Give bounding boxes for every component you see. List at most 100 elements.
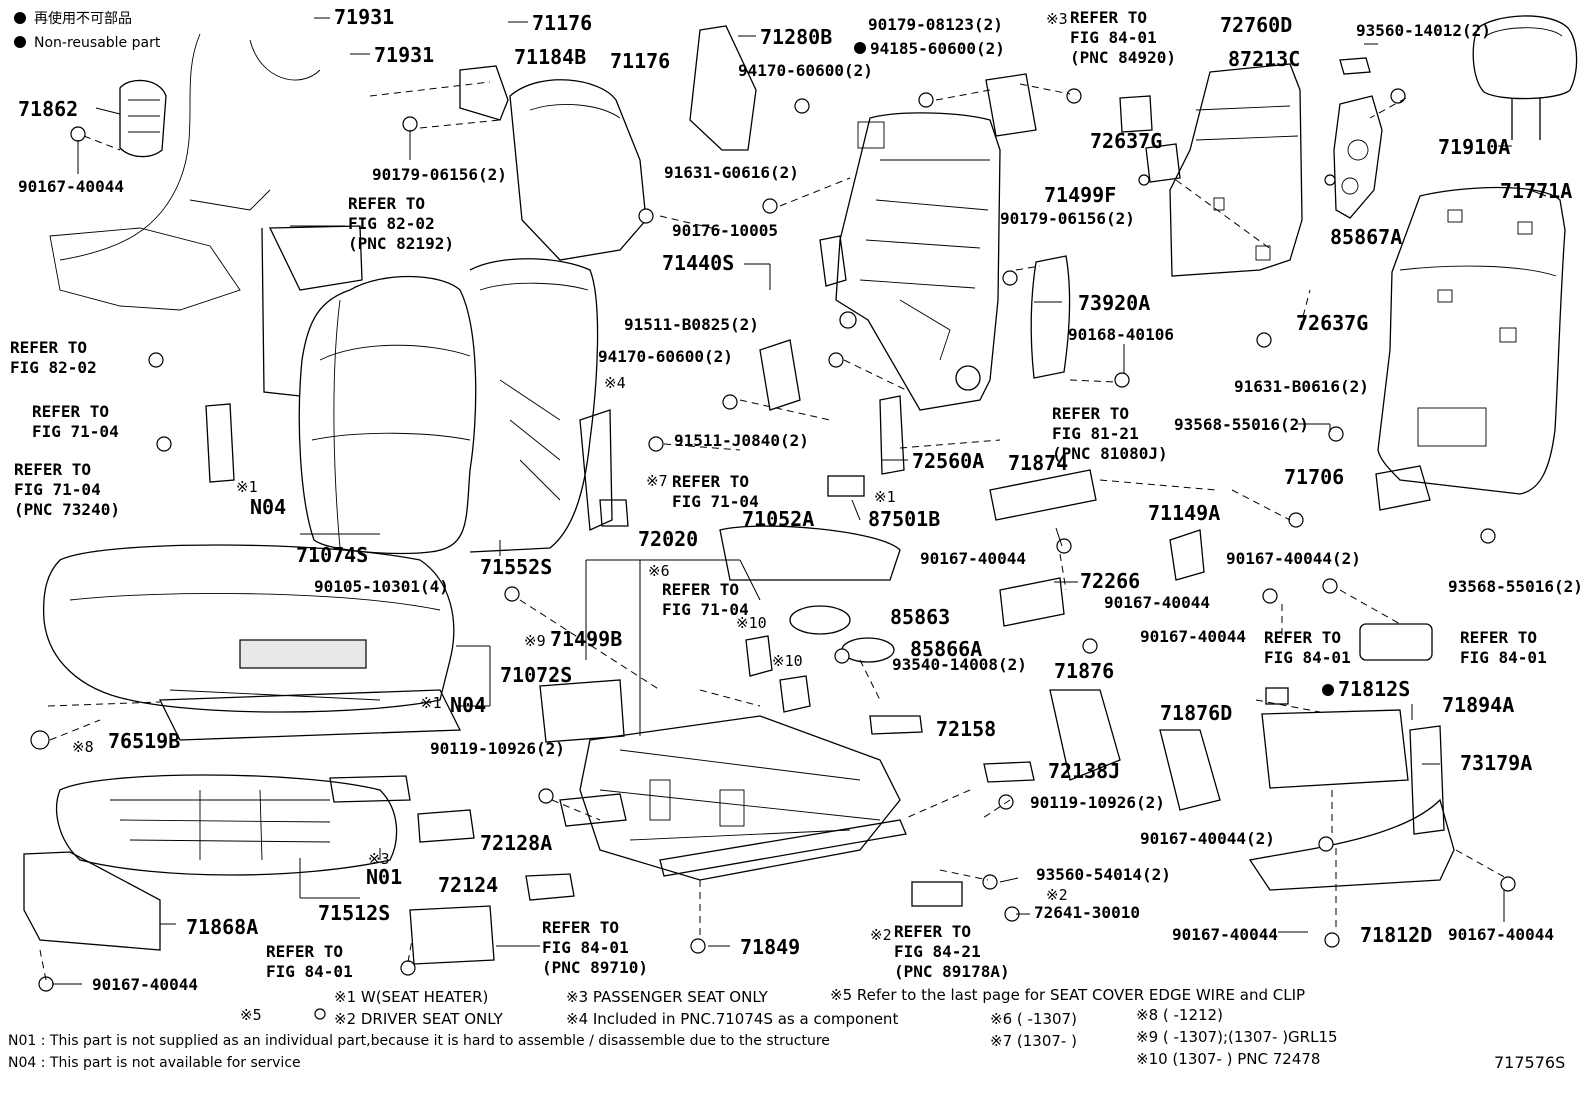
- legend-jp-text: 再使用不可部品: [34, 11, 132, 27]
- part-label[interactable]: 72128A: [480, 831, 553, 855]
- refer-to-link[interactable]: REFER TO FIG 84-01: [1264, 628, 1351, 667]
- part-label[interactable]: 71931: [334, 5, 395, 29]
- part-label[interactable]: 93568-55016(2): [1174, 415, 1309, 434]
- part-label[interactable]: 87213C: [1228, 47, 1301, 71]
- part-label[interactable]: 72158: [936, 717, 997, 741]
- refer-to-link[interactable]: REFER TO FIG 84-01 (PNC 84920): [1070, 8, 1176, 67]
- seatback-board-illustration: [1169, 63, 1303, 277]
- note-mark: ※2: [870, 926, 892, 944]
- part-label[interactable]: 90119-10926(2): [1030, 793, 1165, 812]
- refer-to-link[interactable]: REFER TO FIG 82-02: [10, 338, 97, 377]
- part-label[interactable]: 72560A: [912, 449, 985, 473]
- refer-to-link[interactable]: REFER TO FIG 84-01 (PNC 89710): [542, 918, 648, 977]
- lumbar-plate-illustration: [1333, 95, 1383, 219]
- part-label[interactable]: 71910A: [1438, 135, 1511, 159]
- refer-to-link[interactable]: REFER TO FIG 71-04: [672, 472, 759, 511]
- part-label[interactable]: 71440S: [662, 251, 735, 275]
- part-label[interactable]: 71874: [1008, 451, 1069, 475]
- part-label[interactable]: 90105-10301(4): [314, 577, 449, 596]
- part-label[interactable]: N01: [366, 865, 403, 889]
- part-label[interactable]: 90179-08123(2): [868, 15, 1003, 34]
- part-label[interactable]: 90179-06156(2): [372, 165, 507, 184]
- part-label[interactable]: N04: [450, 693, 487, 717]
- part-label[interactable]: 90179-06156(2): [1000, 209, 1135, 228]
- part-label[interactable]: 94170-60600(2): [598, 347, 733, 366]
- part-label[interactable]: 91511-B0825(2): [624, 315, 759, 334]
- refer-to-link[interactable]: REFER TO FIG 81-21 (PNC 81080J): [1052, 404, 1168, 463]
- part-label[interactable]: 93540-14008(2): [892, 655, 1027, 674]
- part-label[interactable]: 91631-G0616(2): [664, 163, 799, 182]
- part-label[interactable]: 72266: [1080, 569, 1141, 593]
- part-label[interactable]: 71176: [610, 49, 671, 73]
- seatback-frame-illustration: [835, 112, 1001, 411]
- part-label[interactable]: 94185-60600(2): [870, 39, 1005, 58]
- part-label[interactable]: 87501B: [868, 507, 941, 531]
- refer-to-link[interactable]: REFER TO FIG 82-02 (PNC 82192): [348, 194, 454, 253]
- part-label[interactable]: 71499F: [1044, 183, 1117, 207]
- part-label[interactable]: 71849: [740, 935, 801, 959]
- part-label[interactable]: 71552S: [480, 555, 553, 579]
- part-label[interactable]: 71876: [1054, 659, 1115, 683]
- part-label[interactable]: 71499B: [550, 627, 623, 651]
- part-label[interactable]: 91511-J0840(2): [674, 431, 809, 450]
- part-label[interactable]: 90167-40044(2): [1140, 829, 1275, 848]
- part-label[interactable]: 71812D: [1360, 923, 1433, 947]
- part-label[interactable]: 85866A: [910, 637, 983, 661]
- part-label[interactable]: 71931: [374, 43, 435, 67]
- part-label[interactable]: 73179A: [1460, 751, 1533, 775]
- part-label[interactable]: 90176-10005: [672, 221, 778, 240]
- refer-to-link[interactable]: REFER TO FIG 84-01: [1460, 628, 1547, 667]
- part-label[interactable]: 76519B: [108, 729, 181, 753]
- part-label[interactable]: 72637G: [1296, 311, 1369, 335]
- part-label[interactable]: 71862: [18, 97, 79, 121]
- part-label[interactable]: 71280B: [760, 25, 833, 49]
- part-label[interactable]: 72637G: [1090, 129, 1163, 153]
- part-label[interactable]: 71149A: [1148, 501, 1221, 525]
- part-label[interactable]: 71868A: [186, 915, 259, 939]
- part-label[interactable]: 72641-30010: [1034, 903, 1140, 922]
- part-label[interactable]: 90167-40044: [1448, 925, 1554, 944]
- part-label[interactable]: 71184B: [514, 45, 587, 69]
- part-label[interactable]: 90168-40106: [1068, 325, 1174, 344]
- part-label[interactable]: 72020: [638, 527, 699, 551]
- part-label[interactable]: 90119-10926(2): [430, 739, 565, 758]
- part-label[interactable]: 93568-55016(2): [1448, 577, 1583, 596]
- part-label[interactable]: 72138J: [1048, 759, 1121, 783]
- part-label[interactable]: 90167-40044: [18, 177, 124, 196]
- refer-to-link[interactable]: REFER TO FIG 71-04: [662, 580, 749, 619]
- part-label[interactable]: 94170-60600(2): [738, 61, 873, 80]
- refer-to-link[interactable]: REFER TO FIG 84-21 (PNC 89178A): [894, 922, 1010, 981]
- part-label[interactable]: 71052A: [742, 507, 815, 531]
- part-label[interactable]: 73920A: [1078, 291, 1151, 315]
- part-label[interactable]: 71512S: [318, 901, 391, 925]
- part-label[interactable]: 71072S: [500, 663, 573, 687]
- note-mark: ※3: [368, 850, 390, 868]
- part-label[interactable]: 71876D: [1160, 701, 1233, 725]
- part-label[interactable]: 90167-40044(2): [1226, 549, 1361, 568]
- part-label[interactable]: 71706: [1284, 465, 1345, 489]
- part-label[interactable]: 90167-40044: [1140, 627, 1246, 646]
- part-label[interactable]: N04: [250, 495, 287, 519]
- part-label[interactable]: 72124: [438, 873, 499, 897]
- part-label[interactable]: 90167-40044: [92, 975, 198, 994]
- footnote-10: ※10 (1307- ) PNC 72478: [1136, 1050, 1321, 1068]
- part-label[interactable]: 71771A: [1500, 179, 1573, 203]
- refer-to-link[interactable]: REFER TO FIG 71-04 (PNC 73240): [14, 460, 120, 519]
- refer-to-link[interactable]: REFER TO FIG 71-04: [32, 402, 119, 441]
- refer-to-link[interactable]: REFER TO FIG 84-01: [266, 942, 353, 981]
- seat-cushion-cover-illustration: [42, 544, 462, 741]
- part-label[interactable]: 71894A: [1442, 693, 1515, 717]
- part-label[interactable]: 85867A: [1330, 225, 1403, 249]
- part-label[interactable]: 71074S: [296, 543, 369, 567]
- part-label[interactable]: 90167-40044: [1104, 593, 1210, 612]
- part-label[interactable]: 93560-14012(2): [1356, 21, 1491, 40]
- part-label[interactable]: 85863: [890, 605, 951, 629]
- part-label[interactable]: 91631-B0616(2): [1234, 377, 1369, 396]
- part-label[interactable]: 93560-54014(2): [1036, 865, 1171, 884]
- part-label[interactable]: 71812S: [1338, 677, 1411, 701]
- part-label[interactable]: 90167-40044: [1172, 925, 1278, 944]
- note-mark: ※1: [874, 488, 896, 506]
- part-label[interactable]: 72760D: [1220, 13, 1293, 37]
- part-label[interactable]: 90167-40044: [920, 549, 1026, 568]
- part-label[interactable]: 71176: [532, 11, 593, 35]
